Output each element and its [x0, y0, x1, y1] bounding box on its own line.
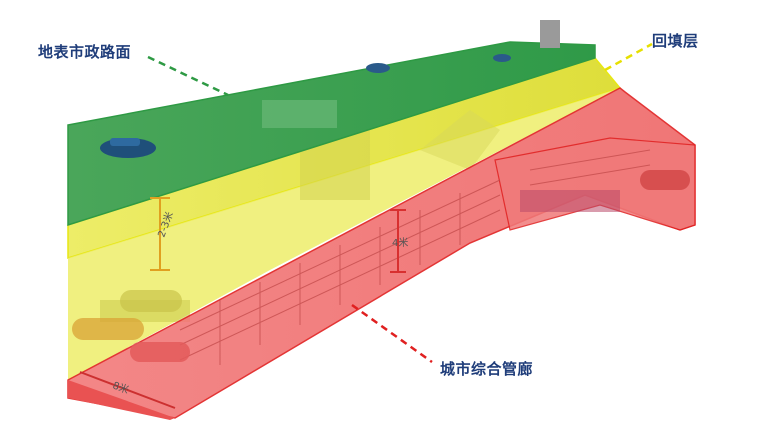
road-callout-line	[147, 55, 229, 97]
utility-tunnel-label: 城市综合管廊	[440, 360, 534, 378]
backfill-layer-label: 回填层	[652, 32, 699, 50]
pipe	[120, 290, 182, 312]
car-icon	[493, 54, 511, 62]
yellow-pipe	[72, 318, 144, 340]
backfill-callout-line	[604, 42, 653, 72]
shaft-top	[262, 100, 337, 128]
tunnel-floor-edge	[68, 380, 175, 420]
ramp-shape	[420, 110, 500, 170]
cable-bundle	[520, 190, 620, 212]
road-surface-label: 地表市政路面	[38, 43, 132, 61]
tunnel-callout-line	[351, 303, 433, 364]
utility-tunnel-layer	[67, 87, 696, 420]
building-icon	[540, 20, 560, 48]
pipe	[640, 170, 690, 190]
interior-racks	[179, 149, 651, 365]
height-dimension: 4米	[390, 209, 408, 273]
pipe	[130, 342, 190, 362]
car-roof	[110, 138, 140, 146]
road-surface-layer	[67, 20, 596, 227]
car-icon	[366, 63, 390, 73]
height-dimension-label: 4米	[392, 236, 408, 249]
